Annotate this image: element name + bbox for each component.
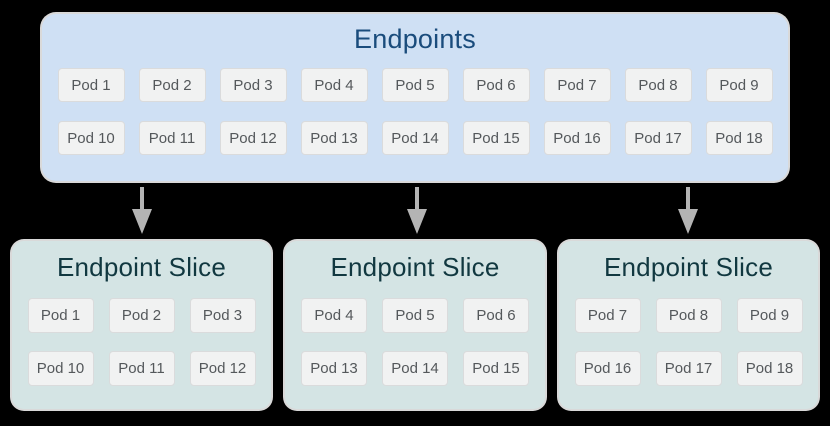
pod: Pod 14 bbox=[382, 351, 448, 386]
pod: Pod 15 bbox=[463, 351, 529, 386]
pod: Pod 13 bbox=[300, 121, 368, 155]
pod: Pod 10 bbox=[27, 351, 94, 386]
pod: Pod 1 bbox=[57, 68, 125, 102]
pod: Pod 5 bbox=[382, 298, 448, 333]
endpoint-slice-box-3: Endpoint Slice Pod 7 Pod 8 Pod 9 Pod 16 … bbox=[559, 241, 818, 409]
pod: Pod 3 bbox=[219, 68, 287, 102]
pod: Pod 3 bbox=[189, 298, 256, 333]
pod: Pod 12 bbox=[189, 351, 256, 386]
pod: Pod 2 bbox=[138, 68, 206, 102]
slice-pod-grid: Pod 7 Pod 8 Pod 9 Pod 16 Pod 17 Pod 18 bbox=[559, 298, 818, 386]
pod: Pod 8 bbox=[655, 298, 722, 333]
pod: Pod 2 bbox=[108, 298, 175, 333]
pod: Pod 10 bbox=[57, 121, 125, 155]
endpoint-slice-box-2: Endpoint Slice Pod 4 Pod 5 Pod 6 Pod 13 … bbox=[285, 241, 545, 409]
pod: Pod 8 bbox=[624, 68, 692, 102]
pod: Pod 11 bbox=[138, 121, 206, 155]
pod: Pod 17 bbox=[655, 351, 722, 386]
endpoints-title: Endpoints bbox=[354, 24, 476, 54]
pod: Pod 6 bbox=[462, 68, 530, 102]
pod: Pod 9 bbox=[705, 68, 773, 102]
pod: Pod 7 bbox=[574, 298, 641, 333]
pod: Pod 14 bbox=[381, 121, 449, 155]
down-arrow-icon bbox=[132, 187, 152, 234]
pod: Pod 16 bbox=[543, 121, 611, 155]
pod: Pod 17 bbox=[624, 121, 692, 155]
pod: Pod 4 bbox=[301, 298, 367, 333]
endpoint-slice-title: Endpoint Slice bbox=[330, 252, 500, 282]
endpoints-pod-grid: Pod 1 Pod 2 Pod 3 Pod 4 Pod 5 Pod 6 Pod … bbox=[57, 68, 773, 155]
pod: Pod 16 bbox=[574, 351, 641, 386]
endpoint-slice-title: Endpoint Slice bbox=[56, 252, 227, 282]
pod: Pod 11 bbox=[108, 351, 175, 386]
pod: Pod 6 bbox=[463, 298, 529, 333]
pod: Pod 12 bbox=[219, 121, 287, 155]
endpoints-box: Endpoints Pod 1 Pod 2 Pod 3 Pod 4 Pod 5 … bbox=[42, 14, 788, 181]
pod: Pod 18 bbox=[736, 351, 803, 386]
slice-pod-grid: Pod 4 Pod 5 Pod 6 Pod 13 Pod 14 Pod 15 bbox=[285, 298, 545, 386]
endpoint-slice-box-1: Endpoint Slice Pod 1 Pod 2 Pod 3 Pod 10 … bbox=[12, 241, 271, 409]
down-arrow-icon bbox=[678, 187, 698, 234]
pod: Pod 1 bbox=[27, 298, 94, 333]
slice-pod-grid: Pod 1 Pod 2 Pod 3 Pod 10 Pod 11 Pod 12 bbox=[12, 298, 271, 386]
pod: Pod 15 bbox=[462, 121, 530, 155]
pod: Pod 5 bbox=[381, 68, 449, 102]
pod: Pod 13 bbox=[301, 351, 367, 386]
pod: Pod 7 bbox=[543, 68, 611, 102]
pod: Pod 9 bbox=[736, 298, 803, 333]
endpoint-slice-title: Endpoint Slice bbox=[603, 252, 774, 282]
pod: Pod 18 bbox=[705, 121, 773, 155]
pod: Pod 4 bbox=[300, 68, 368, 102]
down-arrow-icon bbox=[407, 187, 427, 234]
